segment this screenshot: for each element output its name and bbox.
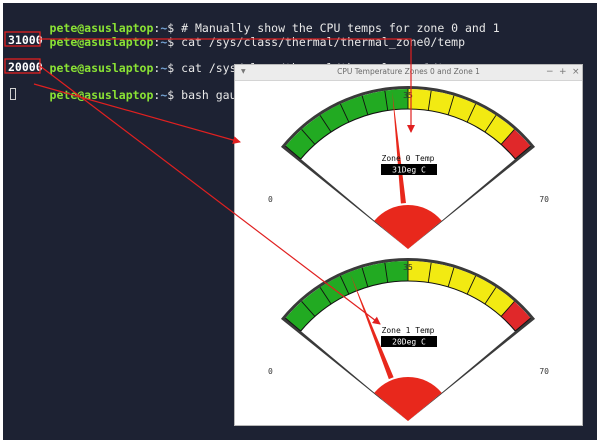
window-title: CPU Temperature Zones 0 and Zone 1	[337, 67, 480, 76]
gauge-segment	[467, 275, 496, 305]
caret-down-icon[interactable]: ▼	[241, 68, 246, 75]
gauge-tick	[427, 262, 432, 283]
gauge-segment	[448, 95, 476, 123]
prompt-user: pete@asuslaptop	[49, 88, 154, 102]
terminal-line-1: pete@asuslaptop:~$ # Manually show the C…	[8, 7, 500, 49]
gauge-segment	[448, 267, 476, 295]
gauge-tick	[447, 95, 455, 116]
gauge-tick	[484, 115, 497, 133]
terminal-output-zone1: 20000	[8, 60, 43, 74]
gauge-segment	[408, 261, 432, 283]
gauge-mid-label: 35	[403, 91, 413, 100]
gauge-hub	[374, 204, 442, 249]
gauge-segment	[384, 261, 408, 283]
gauge-readout-box	[381, 336, 437, 347]
gauge-min-label: 0	[268, 195, 273, 204]
gauge-tick	[384, 262, 389, 283]
gauge-max-label: 70	[539, 195, 549, 204]
gauge-mid-label: 35	[403, 263, 413, 272]
prompt-user: pete@asuslaptop	[49, 61, 154, 75]
gauge-tick	[466, 275, 477, 295]
gauge-readout: 31Deg C	[392, 166, 426, 175]
gauge-segment	[501, 301, 531, 332]
gauge-label: Zone 1 Temp	[382, 326, 435, 335]
close-icon[interactable]: ×	[572, 67, 580, 77]
gauge-segment	[428, 90, 454, 115]
gauge-tick	[500, 129, 515, 145]
terminal-cursor	[10, 88, 16, 100]
gauge-min-label: 0	[268, 367, 273, 376]
gauge-segment	[428, 262, 454, 287]
window-titlebar[interactable]: ▼ CPU Temperature Zones 0 and Zone 1 − +…	[235, 65, 582, 81]
gauge-max-label: 70	[539, 367, 549, 376]
gauge-segment	[408, 89, 432, 111]
gauge-tick	[514, 317, 531, 332]
gauge-tick	[484, 287, 497, 305]
gauge-tick	[514, 145, 531, 160]
plus-icon[interactable]: +	[559, 67, 567, 77]
gauge-tick	[500, 301, 515, 317]
gauge-tick	[427, 90, 432, 111]
gauge-segment	[501, 129, 531, 160]
gauge-tick	[447, 267, 455, 288]
prompt-path: ~	[160, 21, 168, 35]
gauge-hub	[374, 376, 442, 421]
minus-icon[interactable]: −	[546, 67, 554, 77]
prompt-colon: :	[153, 21, 161, 35]
terminal-output-zone0: 31000	[8, 33, 43, 47]
prompt-symbol: $	[167, 21, 175, 35]
gauge-tick	[466, 103, 477, 123]
gauge-segment	[467, 103, 496, 133]
prompt-user: pete@asuslaptop	[49, 21, 154, 35]
gauge-zone-1: 35 0 70 Zone 1 Temp 20Deg C	[268, 257, 549, 421]
gauge-readout: 20Deg C	[392, 338, 426, 347]
gauge-label: Zone 0 Temp	[382, 154, 435, 163]
gauge-window[interactable]: ▼ CPU Temperature Zones 0 and Zone 1 − +…	[234, 64, 583, 426]
gauge-readout-box	[381, 164, 437, 175]
command-text: # Manually show the CPU temps for zone 0…	[174, 21, 500, 35]
gauge-zone-0: 35 0 70 Zone 0 Temp 31Deg C	[268, 85, 549, 250]
